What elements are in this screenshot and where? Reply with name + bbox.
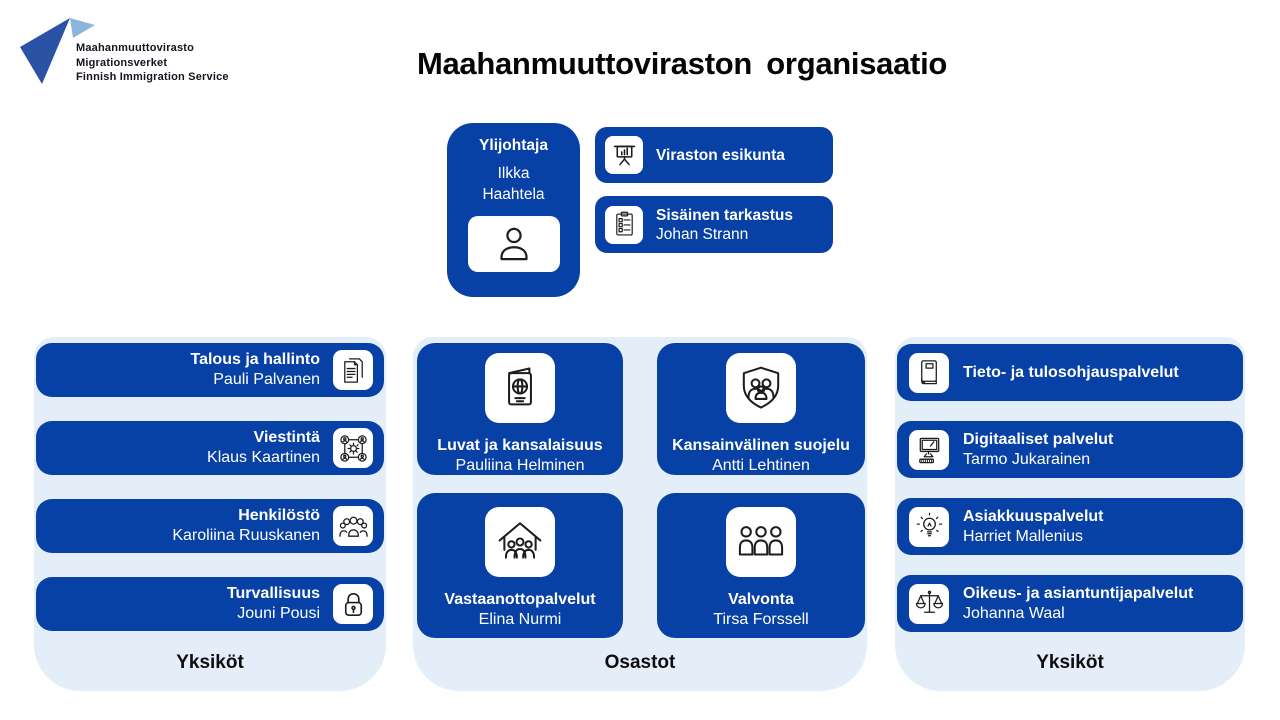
dept-card-suojelu: Kansainvälinen suojelu Antti Lehtinen xyxy=(657,343,865,475)
lightbulb-icon xyxy=(916,512,942,537)
documents-icon xyxy=(343,357,363,383)
logo-line-2: Migrationsverket xyxy=(76,56,168,69)
unit-card-talous: Talous ja hallinto Pauli Palvanen xyxy=(36,343,384,397)
passport-icon-plate xyxy=(485,353,555,423)
unit-head-name: Johanna Waal xyxy=(963,604,1065,622)
lock-icon xyxy=(344,592,362,616)
checklist-icon xyxy=(615,211,633,236)
unit-card-asiakkuus: Asiakkuuspalvelut Harriet Mallenius xyxy=(897,498,1243,555)
director-card: Ylijohtaja Ilkka Haahtela xyxy=(447,123,580,297)
people-network-icon xyxy=(339,434,367,462)
people-row-icon-plate xyxy=(726,507,796,577)
computer-icon-plate xyxy=(909,429,949,470)
unit-head-name: Karoliina Ruuskanen xyxy=(172,527,320,544)
units-left-group: Talous ja hallinto Pauli Palvanen Viesti… xyxy=(34,337,386,691)
logo-triangle-icon xyxy=(20,18,95,84)
person-icon-plate xyxy=(467,216,560,272)
lightbulb-icon-plate xyxy=(909,506,949,547)
unit-head-name: Tarmo Jukarainen xyxy=(963,450,1091,468)
unit-title: Oikeus- ja asiantuntijapalvelut xyxy=(963,584,1194,602)
crowd-icon xyxy=(338,516,368,537)
director-title: Ylijohtaja xyxy=(479,137,548,154)
shield-family-icon-plate xyxy=(726,353,796,423)
scales-icon xyxy=(915,590,943,613)
unit-title: Talous ja hallinto xyxy=(190,351,321,368)
people-row-icon xyxy=(738,526,784,556)
logo-text: Maahanmuuttovirasto Migrationsverket Fin… xyxy=(76,41,229,85)
dept-title: Kansainvälinen suojelu xyxy=(672,437,850,454)
shield-family-icon xyxy=(742,366,780,409)
unit-title: Viestintä xyxy=(253,429,320,446)
documents-icon-plate xyxy=(333,350,373,390)
unit-card-viestinta: Viestintä Klaus Kaartinen xyxy=(36,421,384,475)
book-icon-plate xyxy=(909,352,949,393)
house-people-icon-plate xyxy=(485,507,555,577)
lock-icon-plate xyxy=(333,584,373,624)
unit-head-name: Harriet Mallenius xyxy=(963,527,1084,545)
presentation-icon-plate xyxy=(605,136,643,174)
unit-head-name: Klaus Kaartinen xyxy=(207,449,320,466)
unit-card-henkilosto: Henkilöstö Karoliina Ruuskanen xyxy=(36,499,384,553)
director-name: Ilkka Haahtela xyxy=(482,165,545,203)
logo-line-1: Maahanmuuttovirasto xyxy=(76,42,195,54)
unit-title: Turvallisuus xyxy=(226,585,320,602)
group-label-left: Yksiköt xyxy=(176,652,244,673)
book-icon xyxy=(920,360,937,385)
dept-card-vastaanotto: Vastaanottopalvelut Elina Nurmi xyxy=(417,493,623,638)
unit-title: Asiakkuuspalvelut xyxy=(963,507,1104,525)
dept-title: Vastaanottopalvelut xyxy=(444,591,596,608)
migri-logo: Maahanmuuttovirasto Migrationsverket Fin… xyxy=(18,10,248,102)
dept-head-name: Elina Nurmi xyxy=(478,611,562,628)
page-title: Maahanmuuttoviraston organisaatio xyxy=(416,46,948,81)
presentation-icon xyxy=(613,145,635,165)
dept-head-name: Tirsa Forssell xyxy=(713,611,809,628)
passport-icon xyxy=(508,367,532,406)
dept-card-valvonta: Valvonta Tirsa Forssell xyxy=(657,493,865,638)
unit-card-turvallisuus: Turvallisuus Jouni Pousi xyxy=(36,577,384,631)
dept-head-name: Pauliina Helminen xyxy=(455,457,585,474)
units-right-group: Tieto- ja tulosohjauspalvelut Digitaalis… xyxy=(895,337,1245,691)
audit-card: Sisäinen tarkastus Johan Strann xyxy=(595,196,833,253)
group-label-middle: Osastot xyxy=(604,652,676,673)
staff-title: Viraston esikunta xyxy=(656,146,785,164)
unit-title: Tieto- ja tulosohjauspalvelut xyxy=(963,363,1179,381)
unit-title: Digitaaliset palvelut xyxy=(963,430,1114,448)
audit-head-name: Johan Strann xyxy=(656,225,749,243)
unit-card-tieto: Tieto- ja tulosohjauspalvelut xyxy=(897,344,1243,401)
unit-head-name: Pauli Palvanen xyxy=(213,371,320,388)
unit-title: Henkilöstö xyxy=(238,507,320,524)
house-people-icon xyxy=(498,522,542,559)
crowd-icon-plate xyxy=(333,506,373,546)
staff-card: Viraston esikunta xyxy=(595,127,833,183)
checklist-icon-plate xyxy=(605,205,643,244)
unit-card-digitaaliset: Digitaaliset palvelut Tarmo Jukarainen xyxy=(897,421,1243,478)
person-icon xyxy=(499,227,528,261)
dept-head-name: Antti Lehtinen xyxy=(712,457,810,474)
dept-card-luvat: Luvat ja kansalaisuus Pauliina Helminen xyxy=(417,343,623,475)
group-label-right: Yksiköt xyxy=(1036,652,1104,673)
logo-line-3: Finnish Immigration Service xyxy=(76,71,229,83)
people-network-icon-plate xyxy=(333,428,373,468)
dept-title: Luvat ja kansalaisuus xyxy=(437,437,603,454)
unit-head-name: Jouni Pousi xyxy=(237,605,320,622)
scales-icon-plate xyxy=(909,583,949,624)
departments-group: Luvat ja kansalaisuus Pauliina Helminen … xyxy=(413,337,867,691)
audit-title: Sisäinen tarkastus xyxy=(656,206,793,224)
dept-title: Valvonta xyxy=(728,591,794,608)
computer-icon xyxy=(918,437,939,464)
unit-card-oikeus: Oikeus- ja asiantuntijapalvelut Johanna … xyxy=(897,575,1243,632)
